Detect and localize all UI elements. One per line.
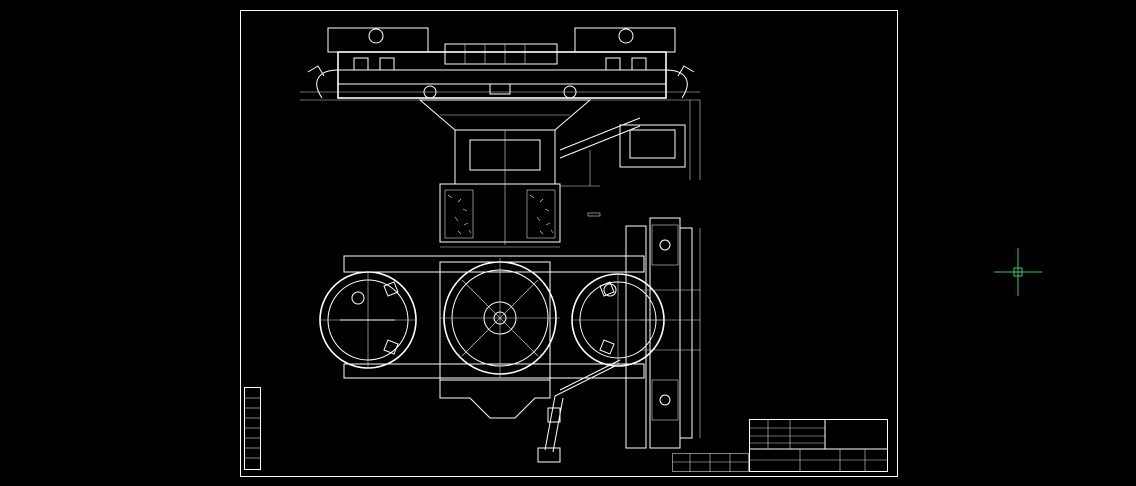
title-block — [672, 419, 888, 472]
right-side-view — [625, 217, 701, 449]
top-elevation-view — [300, 27, 701, 248]
crosshair-cursor-icon — [994, 248, 1042, 296]
bottom-plan-view — [319, 255, 665, 463]
drawing-frame — [240, 10, 898, 477]
revision-table — [244, 387, 261, 470]
